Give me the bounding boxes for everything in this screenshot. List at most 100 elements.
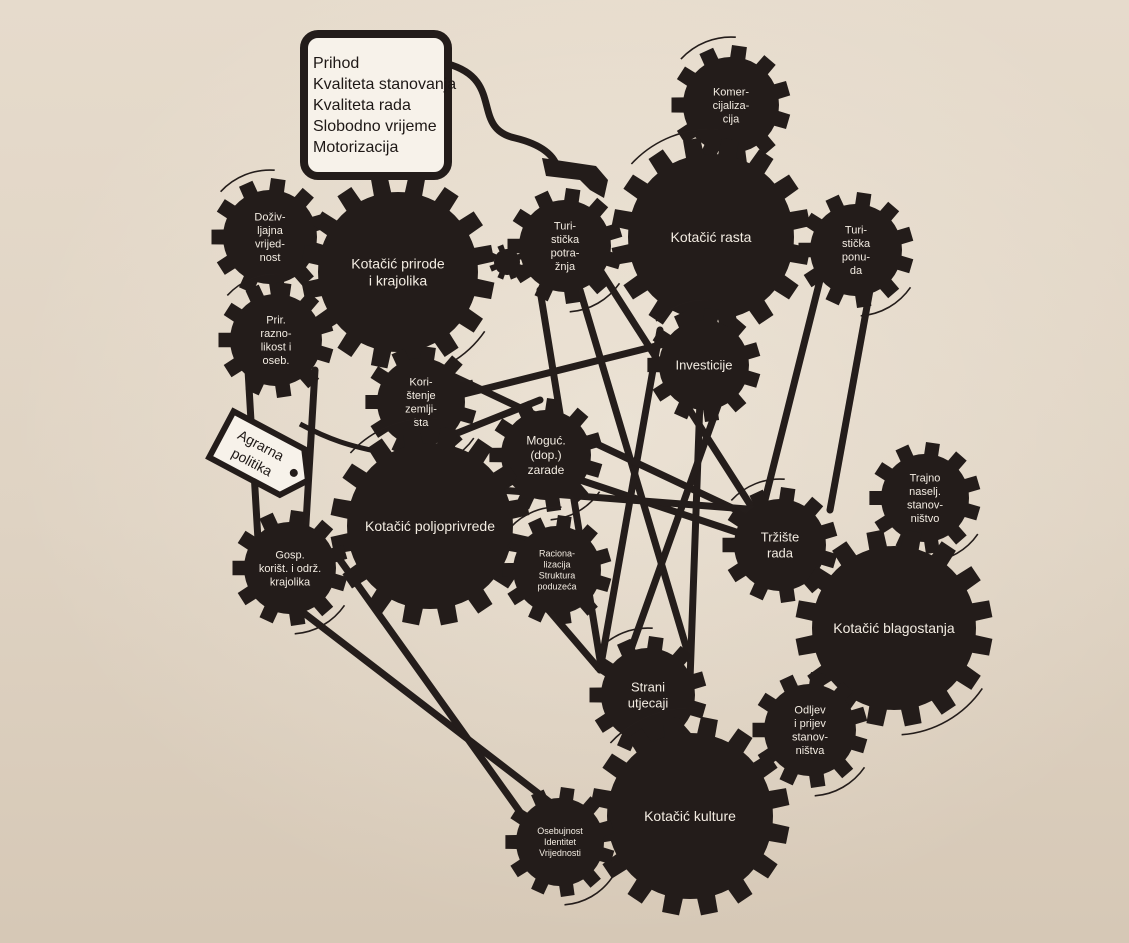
gear-label: zarade (528, 463, 565, 477)
gear-label: Kotačić kulture (644, 808, 736, 824)
gear-turisticka-ponuda: Turi-stička ponu-da (798, 192, 914, 317)
gear-kotacic-blagostanja: Kotačić blagostanja (795, 529, 993, 736)
gear-label: i krajolika (369, 272, 428, 288)
belt (616, 396, 724, 684)
gear-label: ništvo (911, 513, 940, 525)
gear-label: Odljev (794, 705, 826, 717)
gear-kotacic-kulture: Kotačić kulture (590, 707, 790, 916)
gear-label: Moguć. (526, 434, 565, 448)
gear-label: stička (551, 234, 580, 246)
gear-body (330, 426, 530, 626)
tag-hole (289, 468, 298, 477)
gear-label: cija (723, 113, 740, 125)
rotation-arrow (814, 766, 866, 797)
gear-label: Kotačić blagostanja (833, 620, 955, 636)
gear-label: Strani (631, 680, 665, 695)
belt (301, 366, 319, 544)
gear-label: Kotačić rasta (671, 229, 752, 245)
gear-label: utjecaji (628, 696, 669, 711)
gear-label: nost (260, 252, 281, 264)
gear-body (502, 515, 612, 625)
gear-label: ponu- (842, 252, 870, 264)
gear-label: Trajno (910, 473, 941, 485)
rotation-arrow (220, 169, 275, 193)
gear-body (590, 716, 790, 916)
gear-label: cijaliza- (713, 100, 750, 112)
info-line: Motorizacija (313, 139, 398, 156)
gear-label: vrijed- (255, 239, 285, 251)
gear-label: Investicije (675, 358, 732, 373)
gear-label: stanov- (792, 732, 828, 744)
gear-label: štenje (406, 390, 435, 402)
gear-label: naselj. (909, 486, 941, 498)
rotation-arrow (730, 478, 785, 501)
gear-label: Vrijednosti (539, 848, 581, 858)
agrarna-politika-tag: Agrarna politika (205, 407, 312, 499)
gear-kotacic-rasta: Kotačić rasta (611, 128, 811, 337)
gear-body (505, 787, 615, 897)
rotation-arrow (609, 707, 698, 744)
rotation-arrow (630, 128, 719, 165)
gear-body (752, 672, 868, 788)
gear-body (611, 137, 811, 337)
gear-body (671, 45, 791, 165)
rotation-arrow (509, 506, 562, 528)
tag-frame (205, 407, 312, 499)
rotation-arrow (294, 604, 346, 635)
gear-label: stička (842, 238, 871, 250)
gear-body (507, 188, 623, 304)
gear-label: Gosp. (275, 549, 304, 561)
belt (436, 336, 684, 404)
info-line: Slobodno vrijeme (313, 118, 437, 135)
gear-label: Raciona- (539, 549, 575, 559)
rotation-arrow (860, 286, 912, 317)
gear-label: (dop.) (530, 448, 561, 462)
gear-label: Kotačić poljoprivrede (365, 518, 495, 534)
rotation-arrow (569, 282, 621, 313)
gear-label: Kotačić prirode (351, 255, 445, 271)
gear-body (218, 282, 334, 398)
gear-label: Tržište (761, 530, 800, 545)
gear-body (211, 178, 329, 296)
gear-label: Doživ- (254, 212, 286, 224)
belt (686, 396, 704, 684)
gear-label: da (850, 265, 863, 277)
gear-label: Kori- (409, 377, 433, 389)
gear-body (489, 398, 603, 512)
rotation-arrow (349, 417, 438, 454)
gear-body (232, 510, 348, 626)
gear-label: Osebujnost (537, 826, 583, 836)
gear-label: razno- (260, 328, 292, 340)
info-line: Kvaliteta stanovanja (313, 76, 456, 93)
gear-label: Struktura (539, 571, 576, 581)
gear-label: likost i (261, 342, 292, 354)
belt (296, 606, 564, 814)
gear-body (869, 442, 981, 554)
gear-label: ništva (796, 745, 826, 757)
rotation-arrow (680, 36, 736, 60)
gear-kotacic-poljoprivrede: Kotačić poljoprivrede (330, 417, 530, 626)
gear-label: Turi- (845, 225, 868, 237)
rotation-arrow (901, 687, 983, 736)
fuel-nozzle-icon (542, 158, 608, 198)
gear-komercijalizacija: Komer-cijaliza-cija (671, 36, 791, 165)
gear-label: Identitet (544, 837, 577, 847)
gear-label: Komer- (713, 86, 749, 98)
gear-label: krajolika (270, 576, 311, 588)
gear-body (647, 308, 761, 422)
info-box: Prihod Kvaliteta stanovanja Kvaliteta ra… (300, 30, 608, 198)
gear-gosp-korist: Gosp. korišt. i održ.krajolika (232, 510, 348, 635)
gear-label: zemlji- (405, 404, 437, 416)
gear-body (795, 529, 993, 727)
gear-label: korišt. i održ. (259, 563, 321, 575)
gear-label: Turi- (554, 221, 577, 233)
gear-label: rada (767, 546, 794, 561)
